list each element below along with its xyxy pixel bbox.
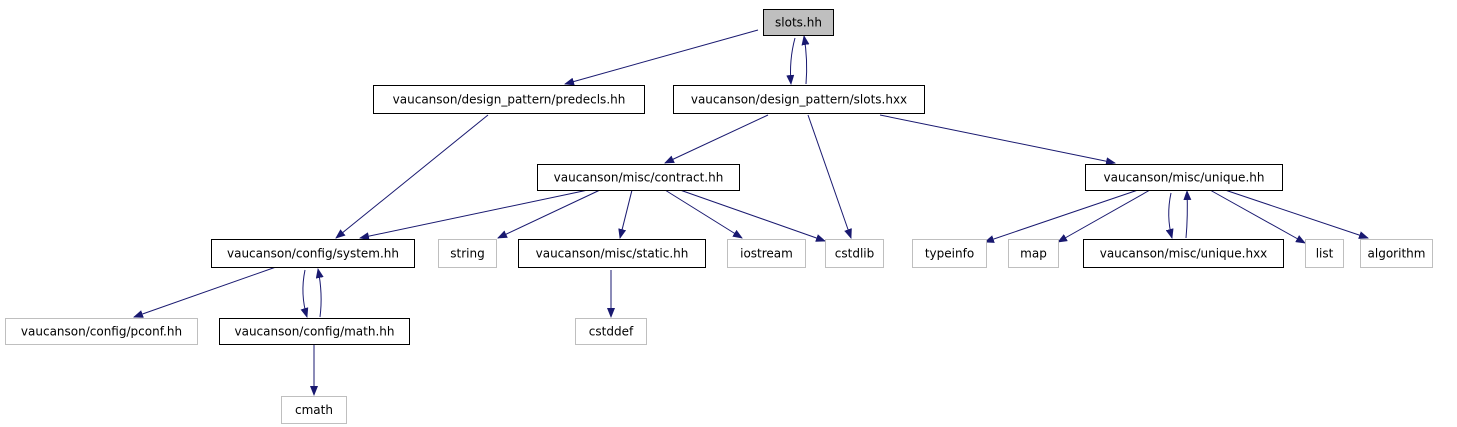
- nodes-layer: slots.hh vaucanson/design_pattern/predecl…: [5, 9, 1433, 424]
- node-label: vaucanson/misc/contract.hh: [554, 171, 724, 185]
- edge-slots_hh-to-slots_hxx: [786, 37, 796, 85]
- node-box: [825, 239, 884, 268]
- node-box: [1360, 239, 1433, 268]
- node-box: [673, 85, 925, 114]
- node-contract[interactable]: vaucanson/misc/contract.hh: [537, 164, 740, 191]
- node-box: [575, 318, 647, 345]
- edge-predecls-to-system: [335, 114, 489, 239]
- node-box: [912, 239, 987, 268]
- node-label: vaucanson/config/system.hh: [227, 247, 399, 261]
- edge-slots_hxx-to-unique_hh: [879, 114, 1116, 166]
- edge-unique_hh-to-list: [1209, 189, 1306, 244]
- node-box: [518, 239, 706, 268]
- node-pconf: vaucanson/config/pconf.hh: [5, 318, 198, 345]
- node-label: cmath: [295, 403, 333, 417]
- node-unique_hh[interactable]: vaucanson/misc/unique.hh: [1085, 164, 1283, 191]
- node-algorithm: algorithm: [1360, 239, 1433, 268]
- node-label: vaucanson/config/pconf.hh: [21, 325, 182, 339]
- node-static[interactable]: vaucanson/misc/static.hh: [518, 239, 706, 268]
- edge-unique_hh-to-typeinfo: [984, 189, 1139, 243]
- edge-slots_hxx-to-cstdlib: [807, 114, 852, 239]
- node-label: typeinfo: [925, 247, 974, 261]
- node-box: [1008, 239, 1059, 268]
- node-typeinfo: typeinfo: [912, 239, 987, 268]
- node-label: string: [450, 247, 484, 261]
- node-box: [5, 318, 198, 345]
- node-map: map: [1008, 239, 1059, 268]
- node-box: [219, 318, 410, 345]
- edge-math-to-system: [315, 268, 324, 318]
- node-iostream: iostream: [727, 239, 806, 268]
- node-box: [1083, 239, 1284, 268]
- edge-slots_hxx-to-slots_hh: [801, 35, 810, 85]
- node-label: cstdlib: [835, 247, 874, 261]
- node-unique_hxx[interactable]: vaucanson/misc/unique.hxx: [1083, 239, 1284, 268]
- node-box: [281, 396, 347, 424]
- node-label: algorithm: [1368, 247, 1426, 261]
- node-label: list: [1316, 247, 1334, 261]
- node-cmath: cmath: [281, 396, 347, 424]
- node-slots_hh[interactable]: slots.hh: [763, 9, 834, 36]
- node-label: map: [1020, 247, 1047, 261]
- edge-contract-to-system: [359, 189, 589, 241]
- node-box: [373, 85, 645, 114]
- node-box: [727, 239, 806, 268]
- edge-contract-to-string: [497, 189, 601, 239]
- node-label: vaucanson/misc/unique.hh: [1104, 171, 1265, 185]
- node-cstddef: cstddef: [575, 318, 647, 345]
- node-label: vaucanson/design_pattern/predecls.hh: [393, 93, 626, 107]
- node-math[interactable]: vaucanson/config/math.hh: [219, 318, 410, 345]
- edge-unique_hh-to-algorithm: [1224, 189, 1369, 239]
- edge-slots_hh-to-predecls: [564, 29, 759, 86]
- node-box: [763, 9, 834, 36]
- node-box: [1305, 239, 1344, 268]
- node-label: slots.hh: [775, 16, 822, 30]
- node-label: iostream: [740, 247, 793, 261]
- node-box: [211, 239, 415, 268]
- edge-contract-to-static: [618, 189, 633, 239]
- edge-unique_hh-to-unique_hxx: [1165, 192, 1174, 239]
- node-label: vaucanson/misc/static.hh: [536, 247, 689, 261]
- edge-contract-to-cstdlib: [679, 189, 826, 242]
- edge-system-to-pconf: [133, 266, 277, 318]
- edge-unique_hh-to-map: [1057, 189, 1151, 243]
- node-box: [1085, 164, 1283, 191]
- node-label: cstddef: [589, 325, 634, 339]
- node-cstdlib: cstdlib: [825, 239, 884, 268]
- node-label: vaucanson/config/math.hh: [234, 325, 394, 339]
- edge-system-to-math: [300, 269, 309, 318]
- node-list: list: [1305, 239, 1344, 268]
- node-box: [438, 239, 497, 268]
- node-label: vaucanson/design_pattern/slots.hxx: [691, 93, 907, 107]
- edge-slots_hxx-to-contract: [664, 114, 769, 164]
- edge-unique_hxx-to-unique_hh: [1183, 190, 1192, 239]
- edge-contract-to-iostream: [664, 189, 743, 239]
- edges-layer: [133, 29, 1369, 396]
- node-predecls[interactable]: vaucanson/design_pattern/predecls.hh: [373, 85, 645, 114]
- node-label: vaucanson/misc/unique.hxx: [1100, 247, 1268, 261]
- node-box: [537, 164, 740, 191]
- node-slots_hxx[interactable]: vaucanson/design_pattern/slots.hxx: [673, 85, 925, 114]
- node-string: string: [438, 239, 497, 268]
- node-system[interactable]: vaucanson/config/system.hh: [211, 239, 415, 268]
